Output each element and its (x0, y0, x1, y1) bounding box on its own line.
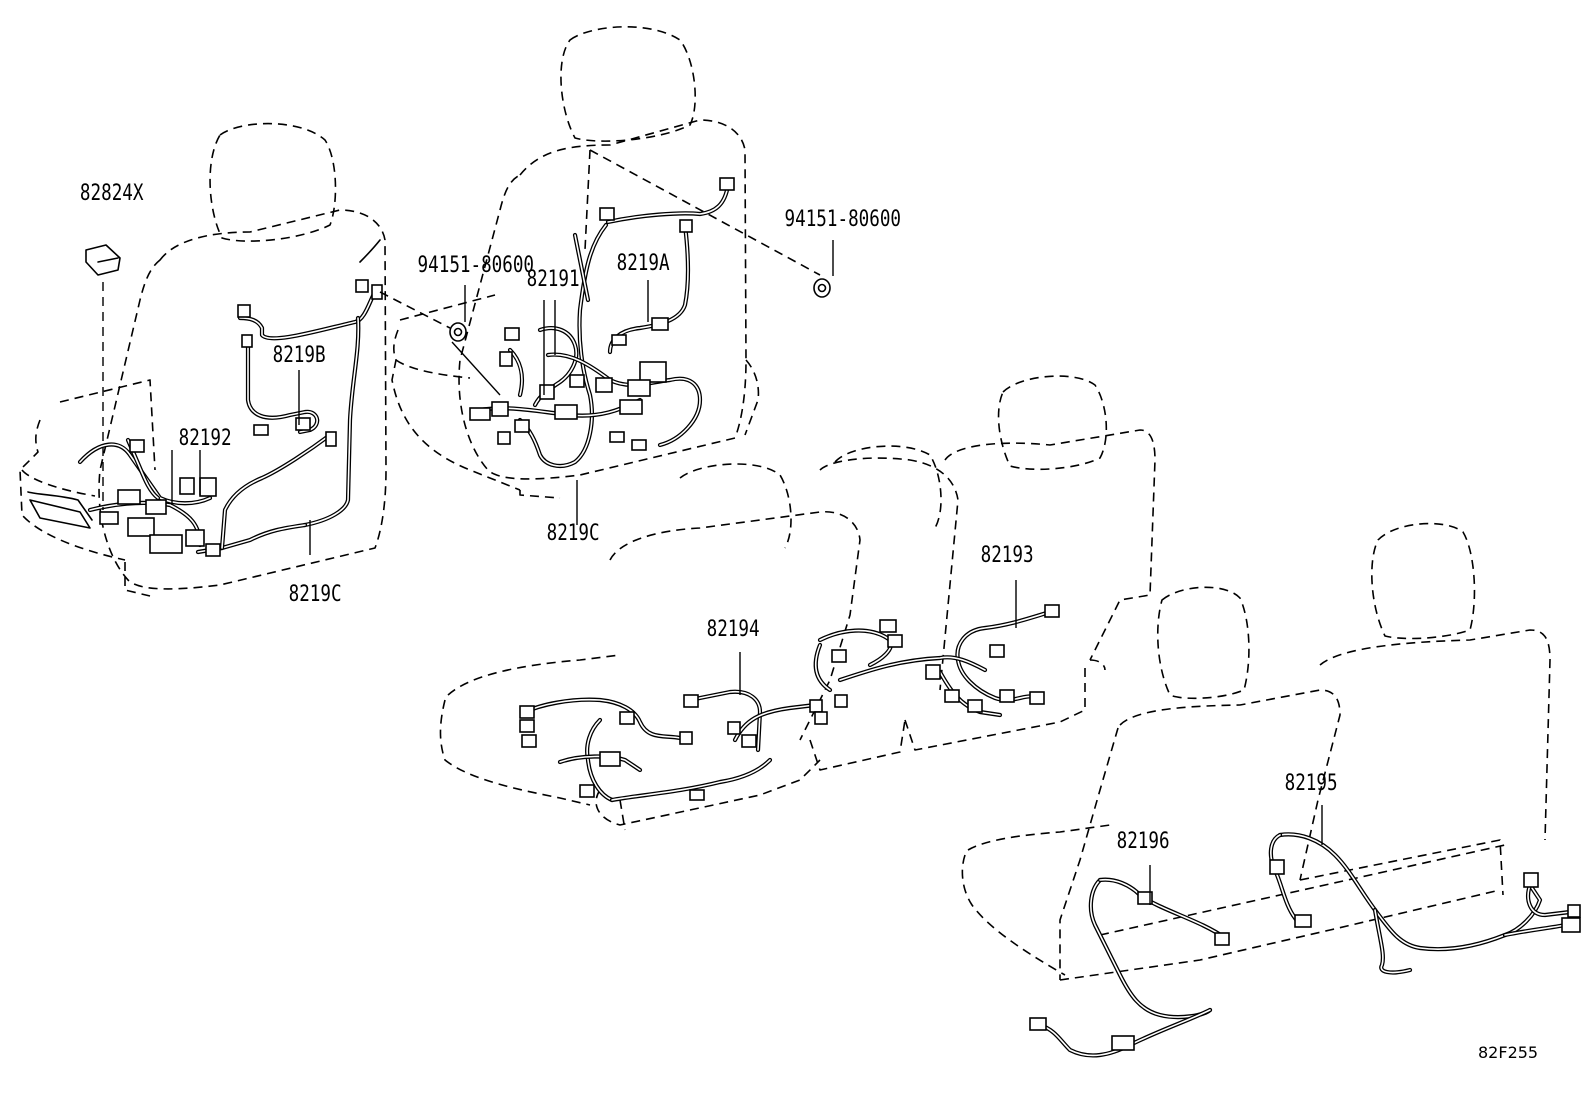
rear-bench-seat (961, 522, 1551, 981)
label-8219C-center: 8219C (547, 520, 600, 545)
middle-bench-seat (439, 375, 1156, 831)
diagram-code: 82F255 (1478, 1043, 1538, 1062)
label-94151-80600-left: 94151-80600 (418, 252, 534, 277)
harness-82196-connectors (1029, 891, 1230, 1051)
part-82824X-clip (85, 244, 121, 510)
harness-82194-wires (522, 689, 818, 803)
harness-8219A-wires (477, 182, 731, 469)
center-front-seat (379, 26, 821, 499)
left-front-seat (19, 122, 387, 597)
label-8219B: 8219B (273, 342, 326, 367)
harness-8219B-wires (77, 289, 378, 555)
label-82824X: 82824X (80, 180, 144, 205)
label-82195: 82195 (1285, 770, 1338, 795)
grommet-94151-left (449, 322, 467, 342)
harness-82193-wires (813, 609, 1053, 718)
label-8219C-left: 8219C (289, 581, 342, 606)
label-82196: 82196 (1117, 828, 1170, 853)
label-82191: 82191 (527, 266, 580, 291)
harness-82196-wires (1037, 877, 1228, 1058)
label-82192: 82192 (179, 425, 232, 450)
label-82193: 82193 (981, 542, 1034, 567)
harness-8219A-connectors (469, 177, 735, 451)
label-94151-80600-right: 94151-80600 (785, 206, 901, 231)
label-8219A: 8219A (617, 250, 670, 275)
label-82194: 82194 (707, 616, 760, 641)
harness-8219B-connectors (99, 279, 383, 557)
leader-lines (171, 240, 1323, 905)
harness-82195-wires (1268, 832, 1573, 975)
harness-82195-connectors (1269, 859, 1581, 933)
part-labels: 82824X 8219B 82192 8219C 94151-80600 821… (80, 180, 1338, 853)
harness-82194-connectors (519, 694, 828, 801)
grommet-94151-right (813, 278, 831, 298)
harness-82193-connectors (831, 604, 1060, 713)
